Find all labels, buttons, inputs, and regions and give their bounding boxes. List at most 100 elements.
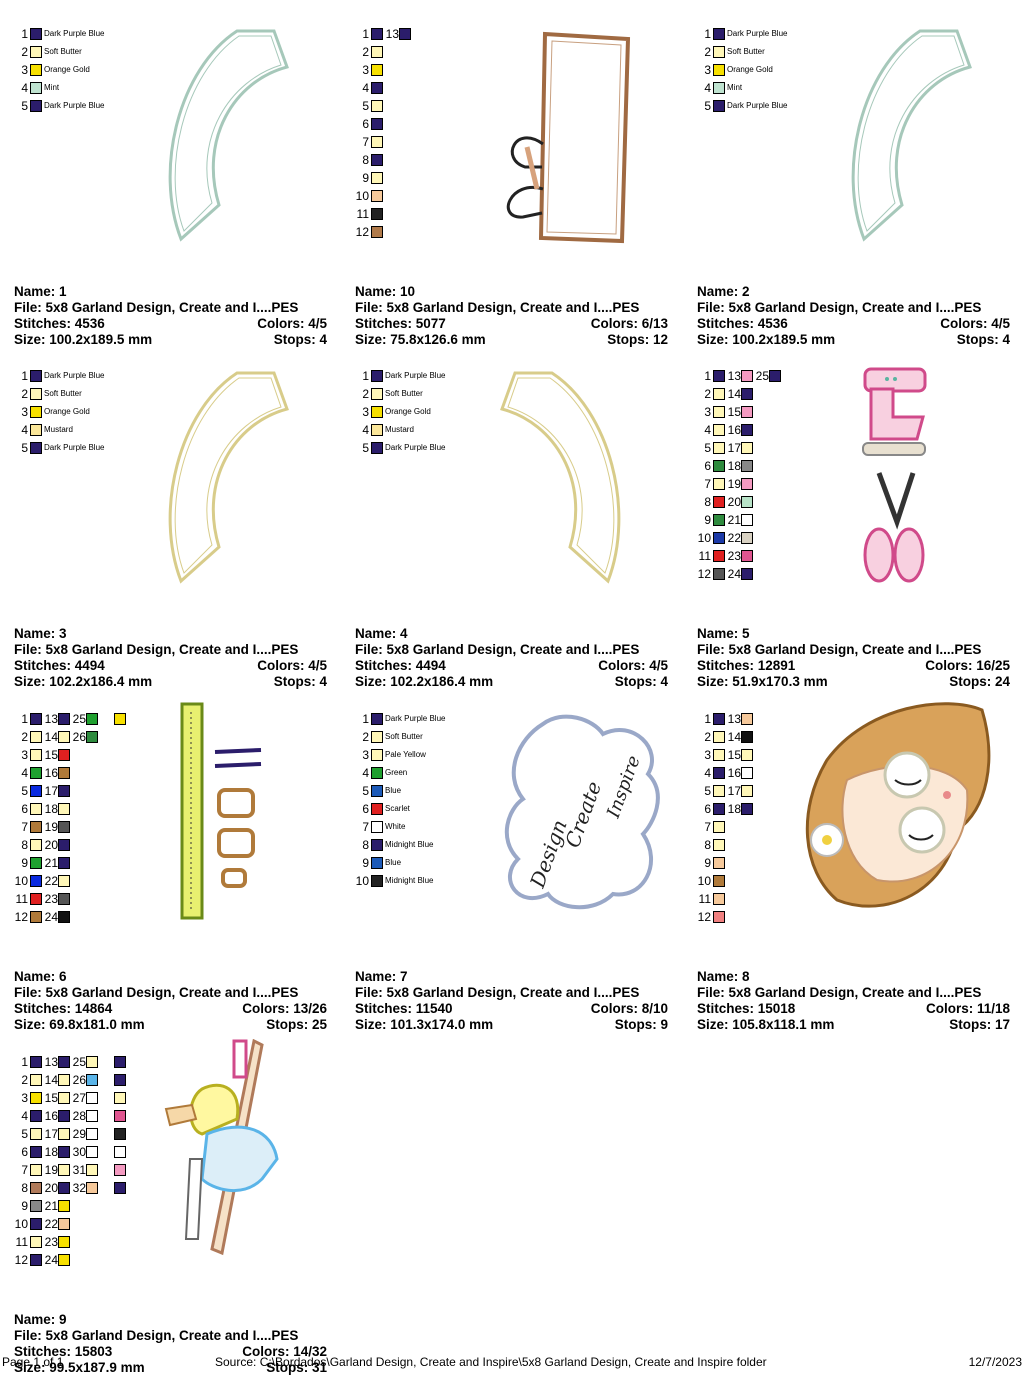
design-stops: Stops: 9 — [614, 1017, 668, 1032]
thread-color-swatch — [58, 1200, 70, 1212]
design-stitches: Stitches: 4494 — [14, 658, 105, 673]
design-stitches: Stitches: 4536 — [697, 316, 788, 331]
thread-color-swatch — [741, 442, 753, 454]
thread-step-number: 1 — [21, 1055, 28, 1069]
thread-color-swatch — [713, 749, 725, 761]
thread-color-swatch — [30, 1056, 42, 1068]
design-file: File: 5x8 Garland Design, Create and I..… — [697, 985, 982, 1000]
thread-step-number: 9 — [21, 1199, 28, 1213]
thread-color-swatch — [713, 496, 725, 508]
thread-step-number: 20 — [44, 838, 58, 852]
thread-color-name: Scarlet — [385, 804, 410, 813]
thread-color-swatch — [741, 406, 753, 418]
page-number: Page 1 of 1 — [2, 1355, 64, 1369]
thread-color-swatch — [713, 46, 725, 58]
thread-step-number: 5 — [21, 1127, 28, 1141]
thread-color-name: Soft Butter — [385, 732, 423, 741]
thread-color-name: Orange Gold — [44, 65, 90, 74]
thread-color-swatch — [58, 749, 70, 761]
arc-applique-shape — [168, 29, 289, 242]
thread-color-swatch — [741, 370, 753, 382]
design-stitches: Stitches: 15018 — [697, 1001, 796, 1016]
thread-color-swatch — [114, 1128, 126, 1140]
thread-step-number: 5 — [704, 441, 711, 455]
thread-step-number: 8 — [704, 495, 711, 509]
thread-color-swatch — [30, 713, 42, 725]
thread-color-swatch — [371, 388, 383, 400]
design-name: Name: 7 — [355, 969, 408, 984]
thread-step-number: 5 — [362, 441, 369, 455]
thread-step-number: 25 — [755, 369, 769, 383]
thread-color-swatch — [741, 767, 753, 779]
sewing-machine-scissors-shape — [862, 367, 927, 583]
design-file: File: 5x8 Garland Design, Create and I..… — [355, 642, 640, 657]
design-stitches: Stitches: 15803 — [14, 1344, 113, 1359]
thread-step-number: 13 — [385, 27, 399, 41]
thread-step-number: 23 — [727, 549, 741, 563]
thread-step-number: 2 — [21, 45, 28, 59]
thread-step-number: 30 — [72, 1145, 86, 1159]
design-preview — [159, 29, 289, 250]
thread-step-number: 32 — [72, 1181, 86, 1195]
thread-color-name: Dark Purple Blue — [727, 29, 788, 38]
thread-color-swatch — [58, 1056, 70, 1068]
thread-color-swatch — [86, 1074, 98, 1086]
thread-color-swatch — [114, 1164, 126, 1176]
thread-step-number: 11 — [698, 549, 711, 563]
thread-color-swatch — [741, 731, 753, 743]
thread-color-name: Soft Butter — [727, 47, 765, 56]
thread-color-swatch — [713, 442, 725, 454]
design-preview — [495, 29, 635, 250]
thread-color-swatch — [371, 226, 383, 238]
thread-step-number: 1 — [21, 27, 28, 41]
thread-step-number: 12 — [14, 1253, 28, 1267]
thread-color-swatch — [713, 785, 725, 797]
thread-step-number: 4 — [704, 766, 711, 780]
thread-step-number: 5 — [362, 784, 369, 798]
thread-step-number: 19 — [44, 820, 58, 834]
thread-color-swatch — [713, 406, 725, 418]
thread-step-number: 6 — [362, 117, 369, 131]
design-stops: Stops: 25 — [266, 1017, 327, 1032]
thread-step-number: 17 — [727, 441, 741, 455]
design-name: Name: 5 — [697, 626, 750, 641]
thread-color-swatch — [371, 785, 383, 797]
thread-color-swatch — [741, 568, 753, 580]
thread-color-swatch — [371, 64, 383, 76]
design-file: File: 5x8 Garland Design, Create and I..… — [14, 985, 299, 1000]
thread-step-number: 3 — [362, 748, 369, 762]
thread-step-number: 2 — [362, 45, 369, 59]
design-name: Name: 9 — [14, 1312, 67, 1327]
thread-step-number: 11 — [356, 207, 369, 221]
thread-step-number: 20 — [44, 1181, 58, 1195]
design-stops: Stops: 4 — [273, 674, 327, 689]
thread-step-number: 1 — [362, 712, 369, 726]
thread-step-number: 3 — [21, 405, 28, 419]
thread-color-swatch — [30, 82, 42, 94]
thread-color-name: Dark Purple Blue — [385, 443, 446, 452]
iron-ruler-shape — [164, 1038, 279, 1256]
design-stitches: Stitches: 4494 — [355, 658, 446, 673]
design-colors: Colors: 11/18 — [925, 1001, 1010, 1016]
thread-step-number: 2 — [21, 1073, 28, 1087]
thread-step-number: 5 — [704, 784, 711, 798]
print-date: 12/7/2023 — [968, 1355, 1022, 1369]
thread-step-number: 20 — [727, 495, 741, 509]
design-colors: Colors: 8/10 — [590, 1001, 668, 1016]
thread-step-number: 21 — [44, 856, 58, 870]
thread-step-number: 15 — [727, 405, 741, 419]
thread-step-number: 3 — [704, 748, 711, 762]
thread-step-number: 5 — [21, 441, 28, 455]
thread-color-swatch — [30, 767, 42, 779]
thread-step-number: 12 — [697, 567, 711, 581]
thread-color-swatch — [58, 1218, 70, 1230]
design-stops: Stops: 4 — [956, 332, 1010, 347]
thread-step-number: 16 — [727, 766, 741, 780]
thread-color-swatch — [30, 1164, 42, 1176]
thread-color-swatch — [741, 749, 753, 761]
thread-step-number: 11 — [15, 892, 28, 906]
thread-color-swatch — [58, 713, 70, 725]
thread-step-number: 6 — [704, 802, 711, 816]
